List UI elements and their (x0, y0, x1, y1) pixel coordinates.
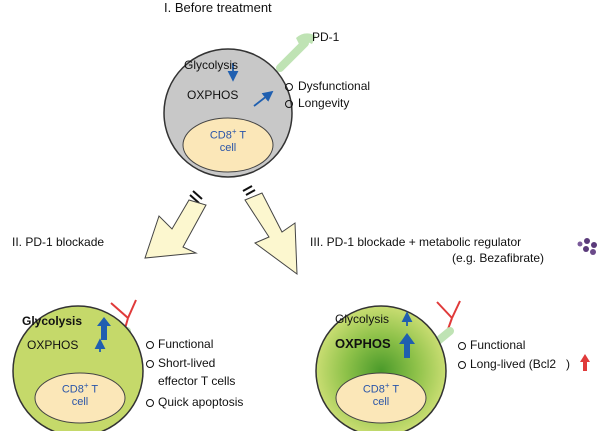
stage1-glycolysis: Glycolysis (184, 58, 239, 72)
thick-arrow-icon (399, 333, 415, 358)
stage1-cell (163, 33, 316, 178)
stage2-trait-effector: effector T cells (158, 374, 236, 388)
pd1-label: PD-1 (312, 30, 340, 44)
flow-arrow-left (144, 190, 207, 259)
thick-arrow-icon (97, 317, 111, 340)
stage2-title: II. PD-1 blockade (12, 235, 105, 249)
stage1-title: I. Before treatment (164, 0, 272, 15)
stage2-cell (12, 299, 144, 431)
thin-arrow-icon (253, 90, 274, 107)
stage2-oxphos: OXPHOS (27, 338, 79, 352)
stage3-trait-long-lived: Long-lived (Bcl2) (470, 357, 571, 371)
bcl2-up-arrow-icon (580, 354, 590, 371)
bullets (146, 83, 466, 407)
stage3-glycolysis: Glycolysis (335, 312, 390, 326)
bead-cluster-icon (577, 238, 597, 255)
stage2-trait-apoptosis: Quick apoptosis (158, 395, 244, 409)
stage1-trait-longevity: Longevity (298, 96, 350, 110)
pd1-receptor-icon (276, 33, 316, 72)
stage3-cell (315, 238, 597, 431)
stage2-glycolysis: Glycolysis (22, 314, 83, 328)
stage2-trait-short-lived: Short-lived (158, 356, 216, 370)
stage3-title: III. PD-1 blockade + metabolic regulator (310, 235, 522, 249)
stage1-trait-dysfunctional: Dysfunctional (298, 79, 371, 93)
stage3-trait-functional: Functional (470, 338, 526, 352)
stage3-subtitle: (e.g. Bezafibrate) (452, 251, 545, 265)
stage1-oxphos: OXPHOS (187, 88, 239, 102)
flow-arrow-right (242, 185, 298, 276)
stage2-trait-functional: Functional (158, 337, 214, 351)
stage3-oxphos: OXPHOS (335, 336, 391, 351)
